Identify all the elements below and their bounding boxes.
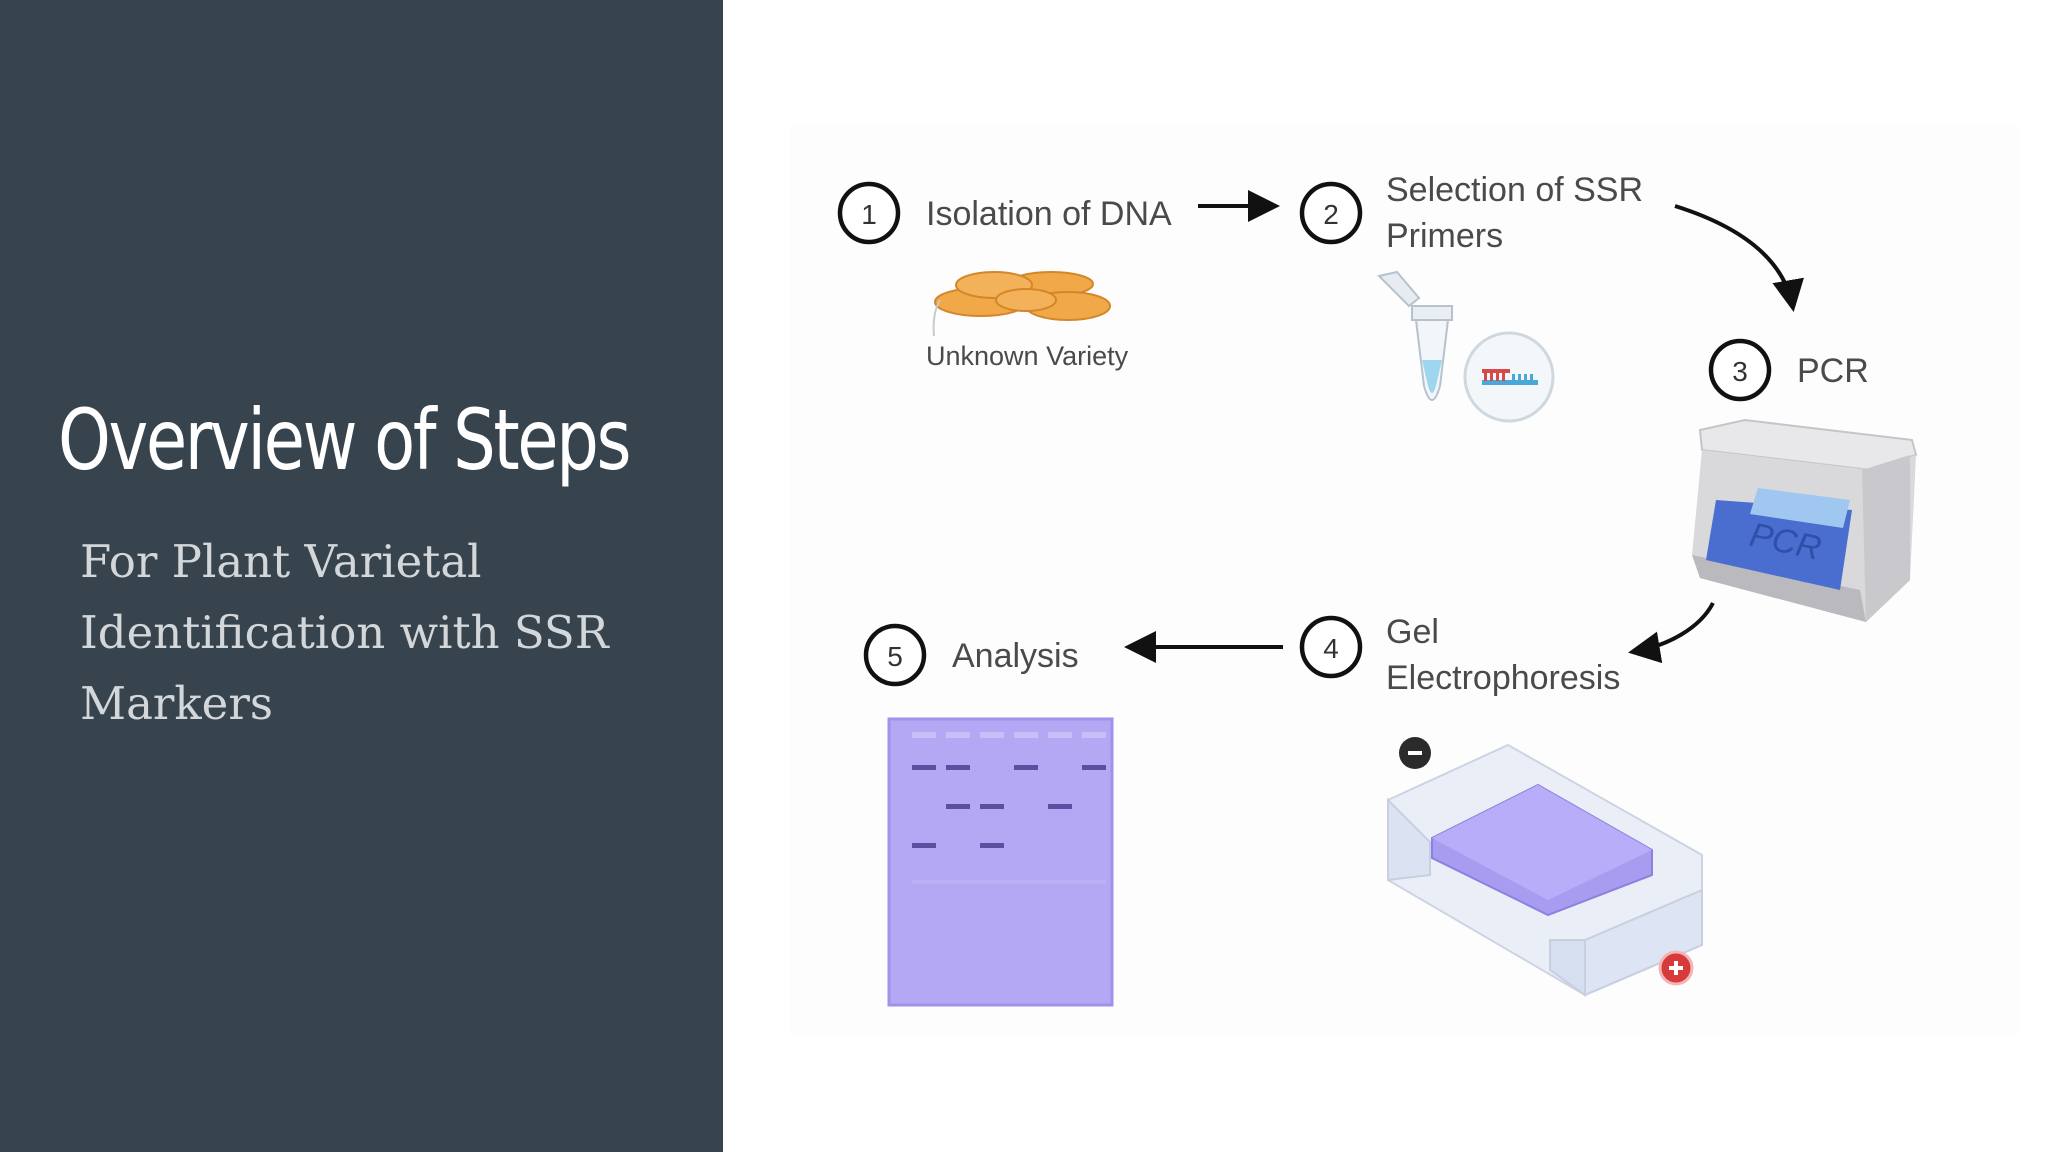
arrow-step2-to-step3 (1674, 204, 1804, 312)
step-3-label: PCR (1797, 352, 1869, 390)
step-3-number: 3 (1732, 356, 1748, 387)
step-5-number: 5 (887, 641, 903, 672)
title-panel: Overview of Steps For Plant Varietal Ide… (0, 0, 723, 1152)
step-2-number: 2 (1323, 199, 1339, 230)
step-5: 5 Analysis (863, 623, 1079, 687)
step-4: 4 Gel Electrophoresis (1299, 613, 1620, 697)
step-2-label-line-2: Primers (1386, 217, 1503, 255)
step-4-number-circle (1299, 615, 1363, 679)
step-1: 1 Isolation of DNA (837, 181, 1172, 245)
arrow-step3-to-step4 (1628, 602, 1715, 664)
step-1-number-circle (837, 181, 901, 245)
subtitle-line-1: For Plant Varietal (80, 535, 482, 588)
step-3-number-circle (1708, 338, 1772, 402)
step-5-label: Analysis (952, 637, 1079, 675)
seeds-caption: Unknown Variety (926, 341, 1129, 371)
step-2-number-circle (1299, 181, 1363, 245)
step-3: 3 PCR (1708, 338, 1869, 402)
subtitle-line-3: Markers (80, 677, 273, 730)
pcr-machine-icon: PCR (1692, 418, 1918, 622)
subtitle-line-2: Identification with SSR (80, 606, 609, 659)
slide-subtitle: For Plant Varietal Identification with S… (80, 526, 640, 739)
gel-image-icon (887, 717, 1114, 1007)
step-2: 2 Selection of SSR Primers (1299, 171, 1643, 255)
positive-terminal-icon (1658, 950, 1694, 986)
step-1-number: 1 (861, 199, 877, 230)
slide-title: Overview of Steps (58, 391, 631, 489)
step-2-label-line-1: Selection of SSR (1386, 171, 1643, 209)
step-4-number: 4 (1323, 633, 1339, 664)
gel-box-icon (1387, 743, 1703, 997)
primer-tube-icon (1377, 270, 1555, 423)
step-4-label-line-2: Electrophoresis (1386, 659, 1620, 697)
step-5-number-circle (863, 623, 927, 687)
seeds-icon (932, 271, 1111, 337)
negative-terminal-icon (1399, 737, 1431, 769)
step-4-label-line-1: Gel (1386, 613, 1439, 651)
step-1-label: Isolation of DNA (926, 195, 1172, 233)
